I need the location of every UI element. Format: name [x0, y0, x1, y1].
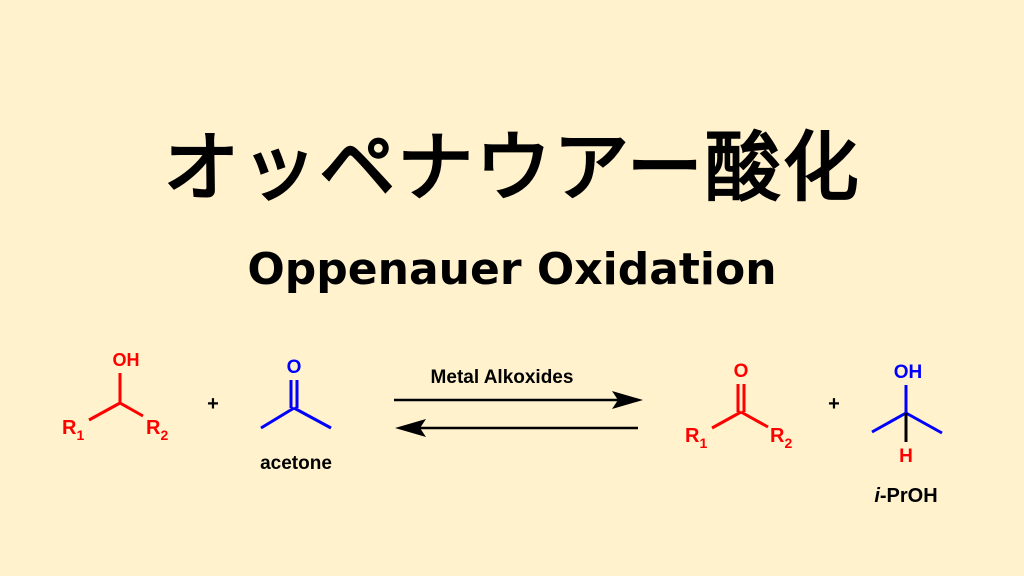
- alcohol-oh-label: OH: [113, 350, 140, 370]
- forward-arrowhead-icon: [612, 391, 643, 409]
- reactant-alcohol: OH R1 R2: [62, 350, 168, 443]
- acetone-name: acetone: [260, 453, 332, 474]
- ketone-c-r2-bond: [740, 410, 769, 429]
- equilibrium-arrows: Metal Alkoxides: [394, 367, 643, 437]
- reagent-label: Metal Alkoxides: [431, 367, 574, 388]
- product-ketone: O R1 R2: [685, 361, 792, 451]
- ketone-r1-label: R1: [685, 425, 707, 451]
- plus-sign-1: +: [207, 393, 219, 415]
- plus-sign-2: +: [828, 393, 840, 415]
- ketone-r2-label: R2: [770, 425, 792, 451]
- alcohol-c-r2-bond: [119, 401, 144, 418]
- ipa-methyl-bond-right: [905, 411, 943, 435]
- acetone-o-label: O: [287, 357, 302, 378]
- ketone-o-label: O: [734, 361, 749, 382]
- ketone-c-r1-bond: [711, 410, 742, 430]
- acetone-methyl-bond-right: [293, 406, 332, 430]
- product-isopropanol: OH H i-PrOH: [871, 362, 943, 507]
- ipa-name: i-PrOH: [874, 485, 937, 507]
- ipa-methyl-bond-left: [871, 411, 907, 434]
- alcohol-r1-label: R1: [62, 417, 84, 443]
- alcohol-r2-label: R2: [146, 417, 168, 443]
- title-japanese: オッペナウアー酸化: [163, 123, 861, 212]
- alcohol-c-r1-bond: [88, 401, 121, 422]
- title-english: Oppenauer Oxidation: [247, 244, 777, 295]
- ipa-oh-label: OH: [894, 362, 923, 383]
- acetone-methyl-bond-left: [260, 406, 295, 430]
- reverse-arrowhead-icon: [395, 419, 426, 437]
- reactant-acetone: O acetone: [260, 357, 332, 474]
- ipa-h-label: H: [899, 446, 913, 467]
